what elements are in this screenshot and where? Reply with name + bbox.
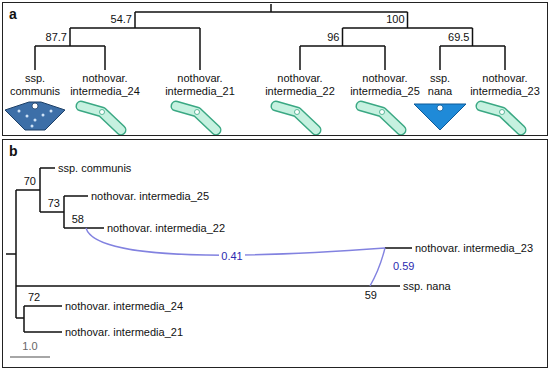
section-icon bbox=[5, 102, 521, 130]
leaf-label: ssp. nana bbox=[428, 72, 452, 98]
leaf-label: ssp. communis bbox=[58, 162, 131, 175]
leaf-label: nothovar. intermedia_21 bbox=[65, 326, 183, 339]
hybrid-weight: 0.41 bbox=[219, 250, 244, 263]
leaf-label: nothovar. intermedia_23 bbox=[470, 72, 540, 98]
support-value: 59 bbox=[365, 289, 377, 302]
leaf-label: nothovar. intermedia_22 bbox=[265, 72, 335, 98]
leaf-label: nothovar. intermedia_22 bbox=[107, 222, 225, 235]
support-value: 100 bbox=[386, 13, 404, 26]
hybrid-weight: 0.59 bbox=[391, 260, 416, 273]
support-value: 58 bbox=[72, 213, 84, 226]
support-value: 70 bbox=[24, 175, 36, 188]
panel-letter: b bbox=[9, 143, 18, 159]
tree-branch bbox=[6, 168, 412, 332]
scale-bar bbox=[10, 356, 50, 358]
leaf-label: nothovar. intermedia_24 bbox=[70, 72, 140, 98]
support-value: 54.7 bbox=[111, 13, 132, 26]
leaf-label: ssp. nana bbox=[403, 280, 451, 293]
support-value: 96 bbox=[327, 31, 339, 44]
reticulation-curve bbox=[86, 228, 385, 286]
panel-letter: a bbox=[9, 6, 17, 22]
reticulation-curve bbox=[370, 248, 385, 286]
support-value: 73 bbox=[48, 197, 60, 210]
support-value: 72 bbox=[28, 291, 40, 304]
leaf-label: ssp. communis bbox=[10, 72, 60, 98]
support-value: 69.5 bbox=[448, 31, 469, 44]
leaf-label: nothovar. intermedia_23 bbox=[415, 242, 533, 255]
network-b bbox=[6, 168, 412, 332]
leaf-label: nothovar. intermedia_25 bbox=[91, 190, 209, 203]
leaf-label: nothovar. intermedia_25 bbox=[350, 72, 420, 98]
dendrogram-a bbox=[35, 4, 505, 70]
leaf-label: nothovar. intermedia_21 bbox=[165, 72, 235, 98]
panel-frame: a bbox=[2, 2, 548, 136]
scale-label: 1.0 bbox=[22, 340, 37, 353]
tree-branch bbox=[35, 4, 505, 70]
support-value: 87.7 bbox=[46, 31, 67, 44]
leaf-label: nothovar. intermedia_24 bbox=[65, 300, 183, 313]
